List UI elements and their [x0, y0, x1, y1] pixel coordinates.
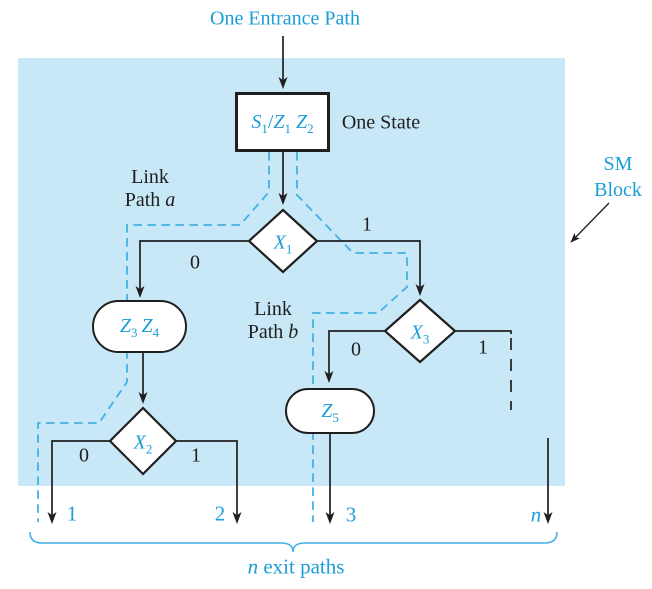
x1-branch0-label: 0 [190, 251, 200, 274]
x3-branch1-line [455, 330, 512, 334]
x2-branch0-label: 0 [79, 444, 89, 467]
x1-branch1-arrow [317, 240, 425, 296]
link-path-a-dashed [37, 152, 270, 522]
x3-label: X3 [410, 321, 430, 347]
exit-label-2: 2 [214, 501, 226, 526]
x3-branch0-label: 0 [351, 338, 361, 361]
entrance-path-label: One Entrance Path [210, 7, 360, 30]
x1-label: X1 [273, 231, 293, 257]
exit-paths-caption: n exit paths [247, 554, 345, 579]
one-state-note: One State [341, 111, 421, 134]
x2-label: X2 [133, 431, 153, 457]
sm-block-label: SM Block [594, 153, 642, 201]
exit-label-3: 3 [345, 502, 357, 527]
decision-x2-diamond [108, 406, 178, 476]
x2-branch1-label: 1 [191, 444, 201, 467]
decision-x1-diamond [247, 208, 319, 274]
x1-branch0-arrow [135, 240, 249, 298]
exit-label-n: n [530, 502, 542, 527]
z5-label: Z5 [321, 399, 339, 425]
link-path-b-dashed [296, 152, 408, 522]
exit-paths-brace [29, 531, 558, 553]
exit-label-1: 1 [66, 501, 78, 526]
decision-x3-diamond [383, 298, 457, 364]
x3-branch1-label: 1 [478, 336, 488, 359]
x3-branch0-arrow [324, 330, 385, 383]
x2-branch0-exit-arrow [47, 440, 110, 524]
sm-block-pointer-arrow [570, 202, 610, 243]
x2-branch1-exit-arrow [176, 440, 242, 524]
x1-branch1-label: 1 [362, 213, 372, 236]
output-box-z5: Z5 [285, 388, 375, 434]
